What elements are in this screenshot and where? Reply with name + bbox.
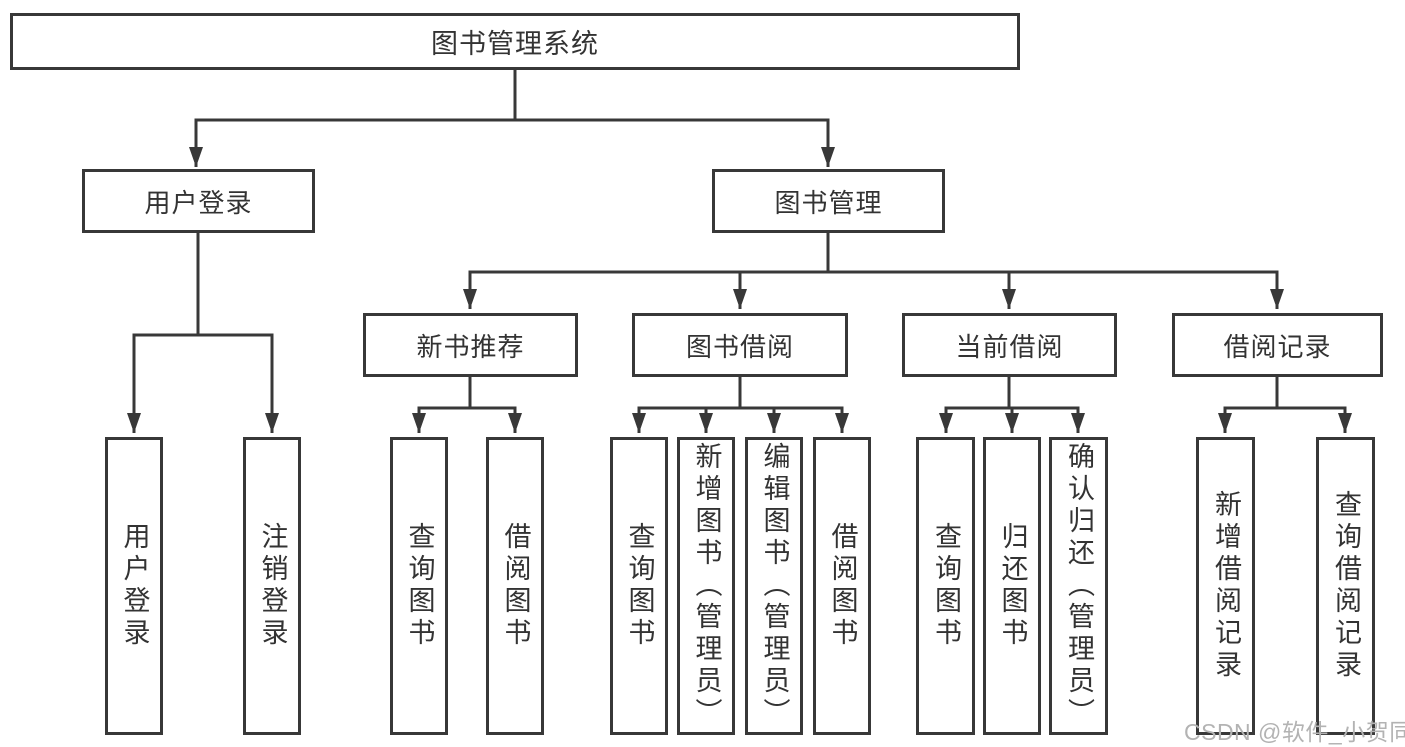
node-book-management: 图书管理 xyxy=(712,169,945,233)
node-current-borrowing: 当前借阅 xyxy=(902,313,1117,377)
node-query-books-current: 查询图书 xyxy=(916,437,975,735)
node-book-borrowing: 图书借阅 xyxy=(632,313,848,377)
node-user-login-leaf: 用户登录 xyxy=(105,437,163,735)
node-return-books: 归还图书 xyxy=(983,437,1041,735)
watermark: CSDN @软件_小贺同学 xyxy=(1184,719,1405,745)
connector-book-management xyxy=(463,233,1284,309)
node-library-management-system: 图书管理系统 xyxy=(10,13,1020,70)
node-confirm-return-admin: 确认归还（管理员） xyxy=(1049,437,1108,735)
node-query-books-recommend: 查询图书 xyxy=(390,437,448,735)
node-borrowing-records: 借阅记录 xyxy=(1172,313,1383,377)
connector-user-login xyxy=(127,233,279,433)
node-new-book-recommendation: 新书推荐 xyxy=(363,313,578,377)
connector-new-book-recommendation xyxy=(412,377,522,433)
connector-borrowing-records xyxy=(1218,377,1352,433)
node-borrow-books-leaf: 借阅图书 xyxy=(813,437,871,735)
node-logout-login: 注销登录 xyxy=(243,437,301,735)
node-borrow-books-recommend: 借阅图书 xyxy=(486,437,544,735)
node-add-borrowing-record: 新增借阅记录 xyxy=(1196,437,1255,735)
node-edit-books-admin: 编辑图书（管理员） xyxy=(745,437,803,735)
node-query-books-borrowing: 查询图书 xyxy=(610,437,668,735)
node-query-borrowing-record: 查询借阅记录 xyxy=(1316,437,1375,735)
node-add-books-admin: 新增图书（管理员） xyxy=(677,437,735,735)
connector-root xyxy=(189,70,835,167)
connector-book-borrowing xyxy=(632,377,849,433)
connector-current-borrowing xyxy=(939,377,1085,433)
node-user-login: 用户登录 xyxy=(82,169,315,233)
